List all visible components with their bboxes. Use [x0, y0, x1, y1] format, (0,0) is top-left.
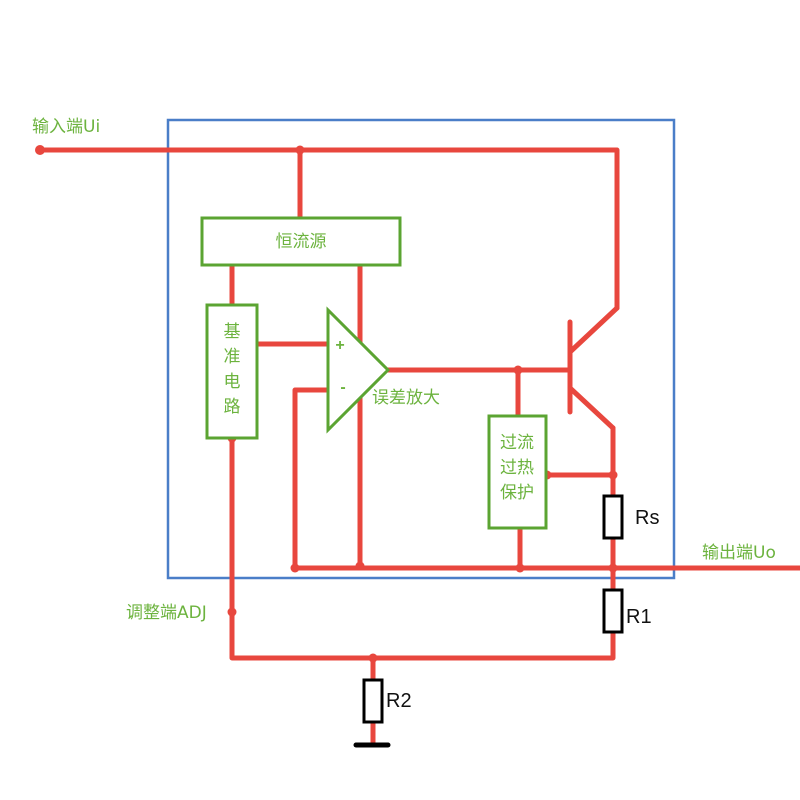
reference-to-adj-wire	[229, 435, 616, 661]
resistor-r1	[602, 588, 624, 634]
adj-terminal-dot	[227, 607, 237, 617]
minus-input-feedback-wire	[292, 387, 332, 571]
protection-label-line: 过流	[500, 433, 534, 453]
reference-block	[205, 303, 259, 440]
input-terminal-dot	[35, 145, 45, 155]
transistor-collector	[567, 305, 620, 355]
resistor-rs-label: Rs	[635, 507, 659, 529]
resistor-rs	[602, 494, 624, 540]
reference-label-char: 路	[224, 397, 241, 417]
adjust-terminal-label: 调整端ADJ	[126, 603, 207, 623]
error-amplifier-triangle	[326, 306, 391, 434]
error-amp-label: 误差放大	[372, 388, 440, 408]
resistor-r2	[362, 678, 384, 724]
protection-label-line: 保护	[500, 483, 534, 503]
amp-plus-sign: +	[335, 337, 344, 354]
current-source-block	[200, 216, 402, 267]
chip-boundary	[166, 118, 676, 580]
reference-label-char: 基	[224, 322, 241, 342]
junction-dot	[608, 563, 618, 573]
amp-minus-sign: -	[340, 379, 345, 396]
junction-dot	[515, 563, 525, 573]
input-rail-wire	[37, 147, 620, 311]
wires	[37, 147, 800, 748]
junction-dot	[355, 561, 365, 571]
transistor-emitter	[567, 385, 616, 431]
junction-dot	[513, 365, 523, 375]
current-source-label: 恒流源	[276, 232, 327, 252]
protection-label-line: 过热	[500, 458, 534, 478]
junction-dot	[295, 145, 305, 155]
junction-dot	[368, 653, 378, 663]
input-terminal-label: 输入端Ui	[32, 117, 100, 137]
junction-dot	[290, 563, 300, 573]
protection-block	[487, 414, 548, 530]
output-terminal-label: 输出端Uo	[702, 543, 776, 563]
resistor-r1-label: R1	[626, 606, 652, 628]
reference-label-char: 准	[224, 347, 241, 367]
junction-dot	[608, 470, 618, 480]
resistor-r2-label: R2	[386, 690, 412, 712]
reference-label-char: 电	[224, 372, 241, 392]
